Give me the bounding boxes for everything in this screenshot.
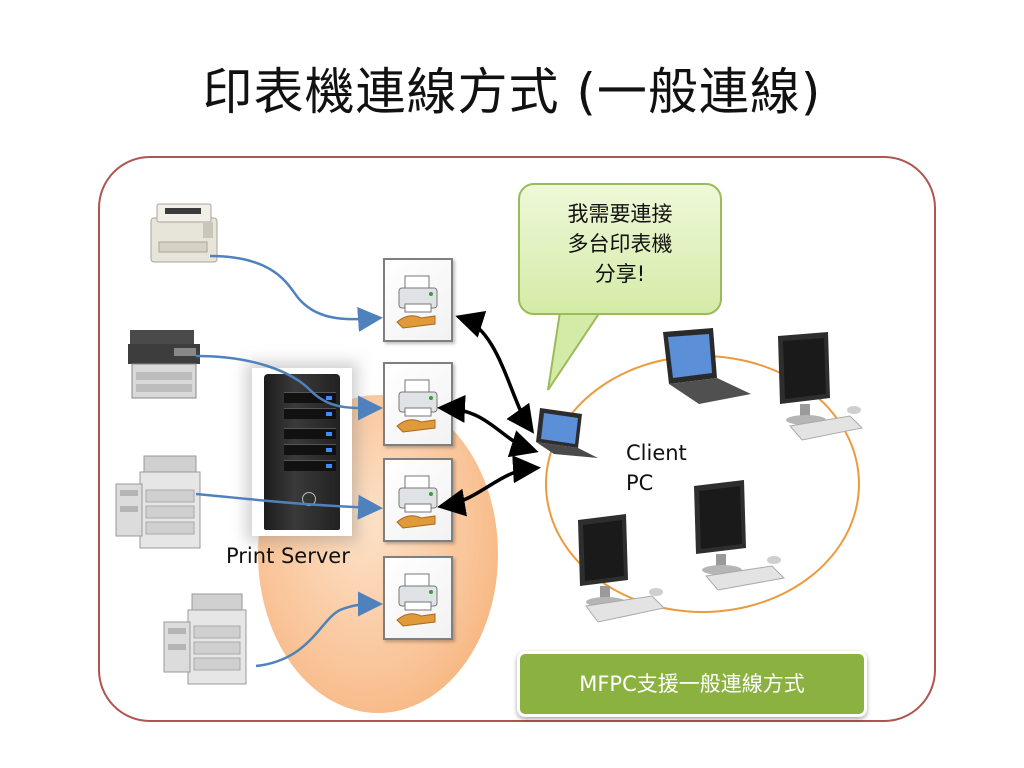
copier-printer-icon xyxy=(163,593,247,685)
copier-printer-icon xyxy=(115,455,201,549)
laptop-icon xyxy=(663,328,751,404)
slide-title: 印表機連線方式 (一般連線) xyxy=(202,63,822,121)
shared-printer-queue xyxy=(383,258,453,342)
desktop-pc-icon xyxy=(694,480,786,591)
multifunction-printer-icon xyxy=(128,330,200,399)
shared-printer-icon xyxy=(396,379,438,433)
printer-link-2 xyxy=(195,354,383,421)
client-pc-label: Client PC xyxy=(626,438,687,498)
callout-line-1: 我需要連接 xyxy=(567,202,673,226)
desktop-pc-icon xyxy=(778,332,864,441)
callout-line-3: 分享! xyxy=(594,262,646,286)
callout-line-2: 多台印表機 xyxy=(567,232,673,256)
client-pc-label-line-2: PC xyxy=(626,471,654,495)
client-pc-label-line-1: Client xyxy=(626,441,687,465)
speech-callout: 我需要連接 多台印表機 分享! xyxy=(518,183,722,315)
shared-printer-icon xyxy=(396,573,438,627)
callout-tail xyxy=(547,311,602,391)
laser-printer-icon xyxy=(150,203,218,263)
desktop-pc-icon xyxy=(578,514,666,623)
shared-printer-icon xyxy=(396,475,438,529)
mfpc-support-badge: MFPC支援一般連線方式 xyxy=(517,651,867,717)
client-link-3 xyxy=(437,455,541,517)
print-server-label: Print Server xyxy=(226,544,350,568)
shared-printer-icon xyxy=(396,275,438,329)
printer-link-1 xyxy=(209,254,383,332)
client-link-1 xyxy=(455,311,535,434)
laptop-icon xyxy=(536,408,598,458)
shared-printer-queue xyxy=(383,556,453,640)
client-link-2 xyxy=(437,394,539,458)
diagram-frame xyxy=(98,156,936,722)
printer-link-3 xyxy=(195,492,383,520)
printer-link-4 xyxy=(255,591,383,668)
